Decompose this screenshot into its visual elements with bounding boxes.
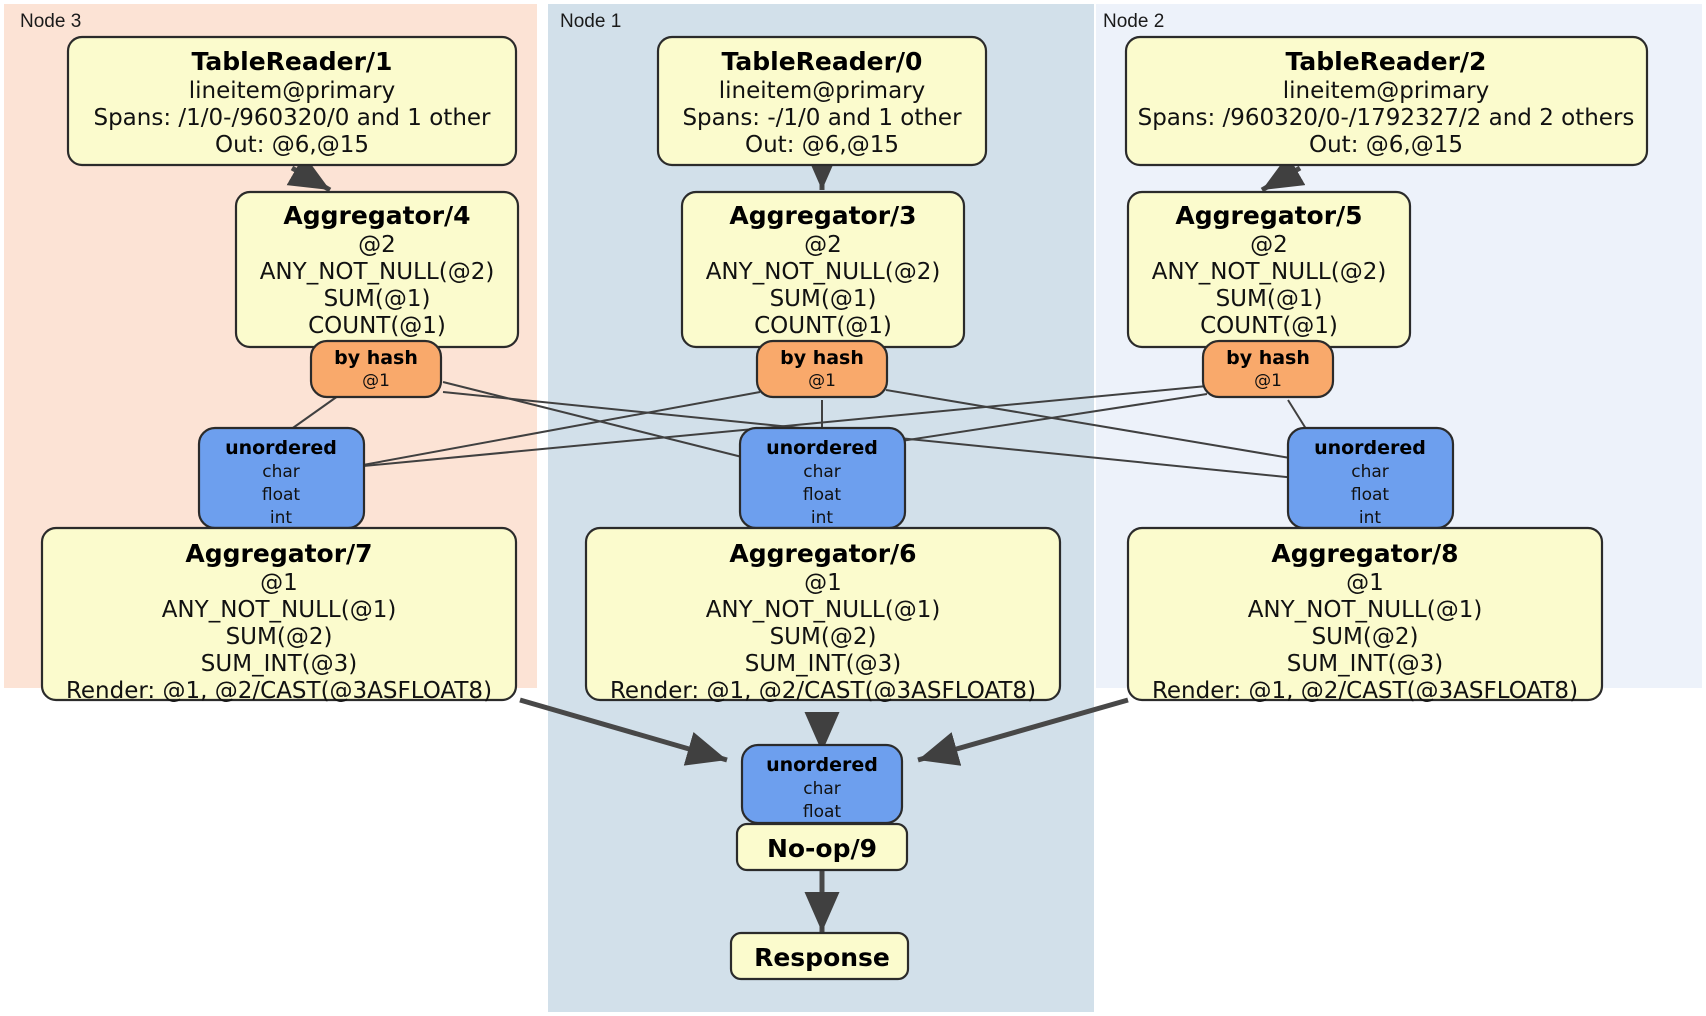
hash-mid-line-0: @1 [808, 371, 836, 391]
unord-mid-title: unordered [766, 437, 878, 459]
hash-left-line-0: @1 [362, 371, 390, 391]
aggregator5-line-0: @2 [1250, 232, 1288, 258]
aggregator8-line-2: SUM(@2) [1312, 624, 1419, 650]
aggregator8-line-0: @1 [1346, 570, 1384, 596]
processor-tablereader1[interactable]: TableReader/1 lineitem@primary Spans: /1… [66, 35, 518, 167]
response-title: Response [754, 943, 890, 972]
router-unordered-right[interactable]: unordered char float int [1286, 426, 1455, 530]
node1-label: Node 1 [560, 11, 621, 32]
arrow-agg8-unordfinal [917, 697, 1129, 766]
aggregator8-line-1: ANY_NOT_NULL(@1) [1248, 597, 1483, 623]
tablereader2-title: TableReader/2 [1286, 47, 1487, 76]
aggregator6-title: Aggregator/6 [729, 539, 916, 568]
aggregator6-line-0: @1 [804, 570, 842, 596]
tablereader2-line-0: lineitem@primary [1283, 78, 1489, 104]
unord-mid-line-2: int [811, 508, 833, 528]
aggregator8-title: Aggregator/8 [1271, 539, 1458, 568]
hash-mid-title: by hash [780, 347, 864, 369]
router-unordered-mid[interactable]: unordered char float int [738, 426, 907, 530]
processor-aggregator8[interactable]: Aggregator/8 @1 ANY_NOT_NULL(@1) SUM(@2)… [1126, 526, 1604, 704]
unord-mid-line-1: float [803, 485, 842, 505]
unord-mid-line-0: char [803, 462, 841, 482]
tablereader1-line-1: Spans: /1/0-/960320/0 and 1 other [93, 105, 491, 131]
unord-left-line-2: int [270, 508, 292, 528]
aggregator4-line-1: ANY_NOT_NULL(@2) [260, 259, 495, 285]
unord-final-title: unordered [766, 754, 878, 776]
aggregator4-title: Aggregator/4 [283, 201, 470, 230]
processor-arrows [286, 150, 1306, 932]
aggregator4-line-2: SUM(@1) [324, 286, 431, 312]
tablereader1-line-2: Out: @6,@15 [215, 132, 369, 158]
processor-noop9[interactable]: No-op/9 [735, 822, 909, 872]
node2-label: Node 2 [1103, 11, 1164, 32]
router-hash-right[interactable]: by hash @1 [1201, 339, 1335, 399]
edge-hashleft-unordmid [442, 381, 747, 459]
aggregator7-line-1: ANY_NOT_NULL(@1) [162, 597, 397, 623]
aggregator6-line-2: SUM(@2) [770, 624, 877, 650]
aggregator5-line-3: COUNT(@1) [1200, 313, 1338, 339]
aggregator6-line-4: Render: @1, @2/CAST(@3ASFLOAT8) [610, 678, 1036, 704]
aggregator7-line-2: SUM(@2) [226, 624, 333, 650]
aggregator7-line-4: Render: @1, @2/CAST(@3ASFLOAT8) [66, 678, 492, 704]
arrow-tr1-agg4 [286, 154, 332, 193]
arrow-agg7-unordfinal [519, 697, 728, 766]
aggregator8-line-3: SUM_INT(@3) [1287, 651, 1443, 677]
tablereader0-title: TableReader/0 [722, 47, 923, 76]
tablereader2-line-2: Out: @6,@15 [1309, 132, 1463, 158]
aggregator7-line-0: @1 [260, 570, 298, 596]
arrow-tr2-agg5 [1260, 154, 1306, 193]
processor-aggregator4[interactable]: Aggregator/4 @2 ANY_NOT_NULL(@2) SUM(@1)… [234, 190, 520, 349]
processor-aggregator7[interactable]: Aggregator/7 @1 ANY_NOT_NULL(@1) SUM(@2)… [40, 526, 518, 704]
unord-left-title: unordered [225, 437, 337, 459]
aggregator7-line-3: SUM_INT(@3) [201, 651, 357, 677]
unord-left-line-0: char [262, 462, 300, 482]
unord-left-line-1: float [262, 485, 301, 505]
unord-final-line-0: char [803, 779, 841, 799]
tablereader0-line-0: lineitem@primary [719, 78, 925, 104]
aggregator5-title: Aggregator/5 [1175, 201, 1362, 230]
unord-right-title: unordered [1314, 437, 1426, 459]
aggregator3-title: Aggregator/3 [729, 201, 916, 230]
aggregator7-title: Aggregator/7 [185, 539, 372, 568]
edge-hashright-unordright [1287, 399, 1309, 433]
processor-aggregator6[interactable]: Aggregator/6 @1 ANY_NOT_NULL(@1) SUM(@2)… [584, 526, 1062, 704]
edge-hashmid-unordright [885, 389, 1291, 459]
aggregator6-line-3: SUM_INT(@3) [745, 651, 901, 677]
hash-right-line-0: @1 [1254, 371, 1282, 391]
aggregator6-line-1: ANY_NOT_NULL(@1) [706, 597, 941, 623]
hash-right-title: by hash [1226, 347, 1310, 369]
tablereader2-line-1: Spans: /960320/0-/1792327/2 and 2 others [1138, 105, 1635, 131]
processor-response[interactable]: Response [729, 931, 910, 981]
node3-label: Node 3 [20, 11, 81, 32]
tablereader0-line-1: Spans: -/1/0 and 1 other [682, 105, 962, 131]
unord-right-line-0: char [1351, 462, 1389, 482]
unord-right-line-2: int [1359, 508, 1381, 528]
processor-tablereader0[interactable]: TableReader/0 lineitem@primary Spans: -/… [656, 35, 988, 167]
tablereader0-line-2: Out: @6,@15 [745, 132, 899, 158]
aggregator3-line-2: SUM(@1) [770, 286, 877, 312]
unord-right-line-1: float [1351, 485, 1390, 505]
router-unordered-left[interactable]: unordered char float int [197, 426, 366, 530]
aggregator3-line-0: @2 [804, 232, 842, 258]
router-unordered-final[interactable]: unordered char float [740, 743, 904, 825]
aggregator3-line-1: ANY_NOT_NULL(@2) [706, 259, 941, 285]
router-hash-mid[interactable]: by hash @1 [755, 339, 889, 399]
hash-left-title: by hash [334, 347, 418, 369]
aggregator8-line-4: Render: @1, @2/CAST(@3ASFLOAT8) [1152, 678, 1578, 704]
processor-aggregator3[interactable]: Aggregator/3 @2 ANY_NOT_NULL(@2) SUM(@1)… [680, 190, 966, 349]
tablereader1-title: TableReader/1 [192, 47, 393, 76]
aggregator4-line-3: COUNT(@1) [308, 313, 446, 339]
processor-aggregator5[interactable]: Aggregator/5 @2 ANY_NOT_NULL(@2) SUM(@1)… [1126, 190, 1412, 349]
tablereader1-line-0: lineitem@primary [189, 78, 395, 104]
noop9-title: No-op/9 [767, 834, 877, 863]
aggregator5-line-2: SUM(@1) [1216, 286, 1323, 312]
aggregator5-line-1: ANY_NOT_NULL(@2) [1152, 259, 1387, 285]
unord-final-line-1: float [803, 802, 842, 822]
processor-tablereader2[interactable]: TableReader/2 lineitem@primary Spans: /9… [1124, 35, 1649, 167]
aggregator4-line-0: @2 [358, 232, 396, 258]
router-hash-left[interactable]: by hash @1 [309, 339, 443, 399]
edge-hashmid-unordleft [291, 391, 761, 479]
aggregator3-line-3: COUNT(@1) [754, 313, 892, 339]
